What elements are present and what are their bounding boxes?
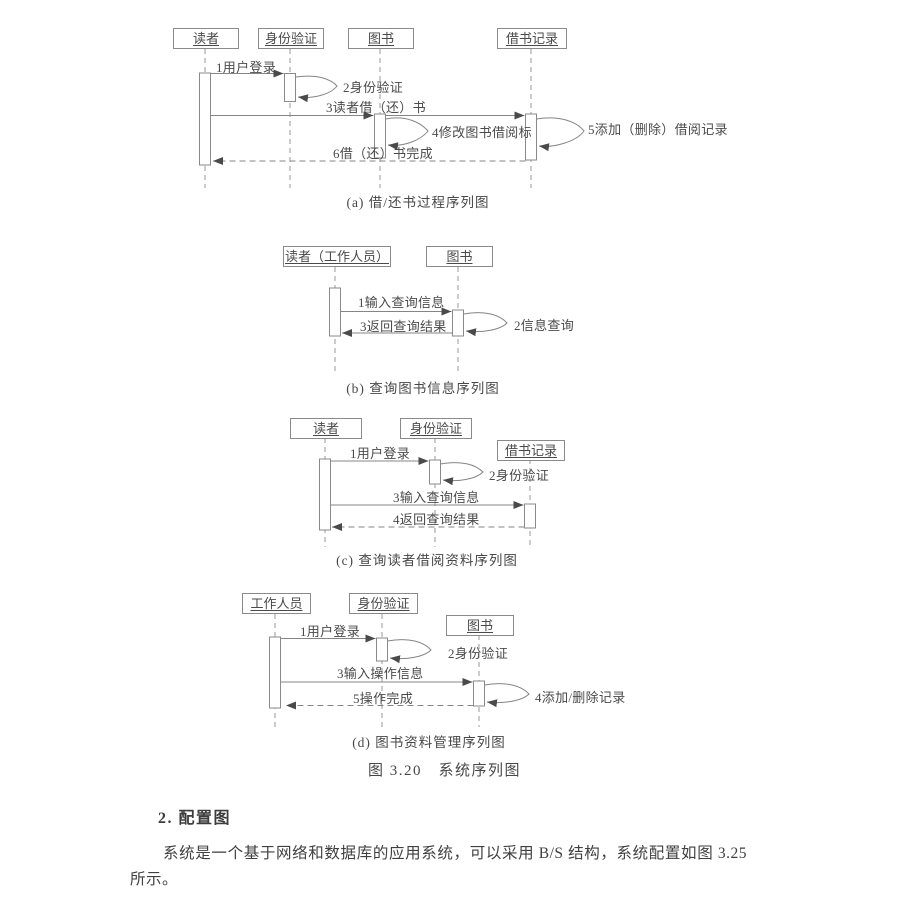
diagram-a-messages — [210, 69, 585, 165]
message-label: 3读者借（还）书 — [326, 100, 426, 115]
actor-box-book: 图书 — [348, 28, 414, 49]
message-label: 1用户登录 — [350, 446, 410, 461]
message-label: 2身份验证 — [343, 80, 403, 95]
message-label: 2信息查询 — [514, 318, 574, 333]
message-label: 3输入查询信息 — [393, 490, 480, 505]
diagram-a-activation-bars — [199, 72, 537, 166]
message-label: 4返回查询结果 — [393, 512, 480, 527]
diagram-c-caption: (c) 查询读者借阅资料序列图 — [336, 553, 518, 568]
section-heading: 2. 配置图 — [158, 810, 232, 827]
actor-box-auth: 身份验证 — [400, 418, 472, 439]
message-label: 3输入操作信息 — [337, 666, 424, 681]
actor-box-reader: 读者 — [173, 28, 239, 49]
body-paragraph-line1: 系统是一个基于网络和数据库的应用系统，可以采用 B/S 结构，系统配置如图 3.… — [163, 845, 747, 862]
diagram-c-messages — [330, 457, 525, 531]
message-label: 5操作完成 — [353, 691, 413, 706]
message-label: 4添加/删除记录 — [535, 690, 626, 705]
actor-box-auth: 身份验证 — [349, 593, 418, 614]
actor-box-book: 图书 — [446, 615, 514, 636]
diagram-d-caption: (d) 图书资料管理序列图 — [352, 735, 506, 750]
actor-box-reader: 读者 — [290, 418, 362, 439]
message-label: 1输入查询信息 — [358, 295, 445, 310]
message-label: 4修改图书借阅标 — [432, 125, 532, 140]
figure-caption: 图 3.20 系统序列图 — [368, 763, 522, 779]
message-label: 5添加（删除）借阅记录 — [588, 122, 728, 137]
message-label: 2身份验证 — [448, 646, 508, 661]
diagram-a-caption: (a) 借/还书过程序列图 — [346, 195, 490, 210]
message-label: 3返回查询结果 — [360, 319, 447, 334]
diagram-b-caption: (b) 查询图书信息序列图 — [346, 381, 500, 396]
message-label: 6借（还）书完成 — [333, 146, 433, 161]
diagram-b-messages — [340, 307, 508, 337]
body-paragraph-line2: 所示。 — [130, 871, 179, 888]
actor-box-staff: 工作人员 — [242, 593, 311, 614]
actor-box-book: 图书 — [426, 246, 493, 267]
diagram-d-messages — [280, 634, 530, 710]
message-label: 1用户登录 — [216, 60, 276, 75]
diagram-d-activation-bars — [269, 636, 485, 709]
actor-box-reader-staff: 读者（工作人员） — [283, 246, 391, 267]
actor-box-borrow-record: 借书记录 — [497, 28, 567, 49]
actor-box-auth: 身份验证 — [258, 28, 324, 49]
diagram-c-activation-bars — [319, 458, 536, 531]
message-label: 1用户登录 — [300, 624, 360, 639]
actor-box-borrow-record: 借书记录 — [497, 440, 565, 461]
message-label: 2身份验证 — [489, 468, 549, 483]
